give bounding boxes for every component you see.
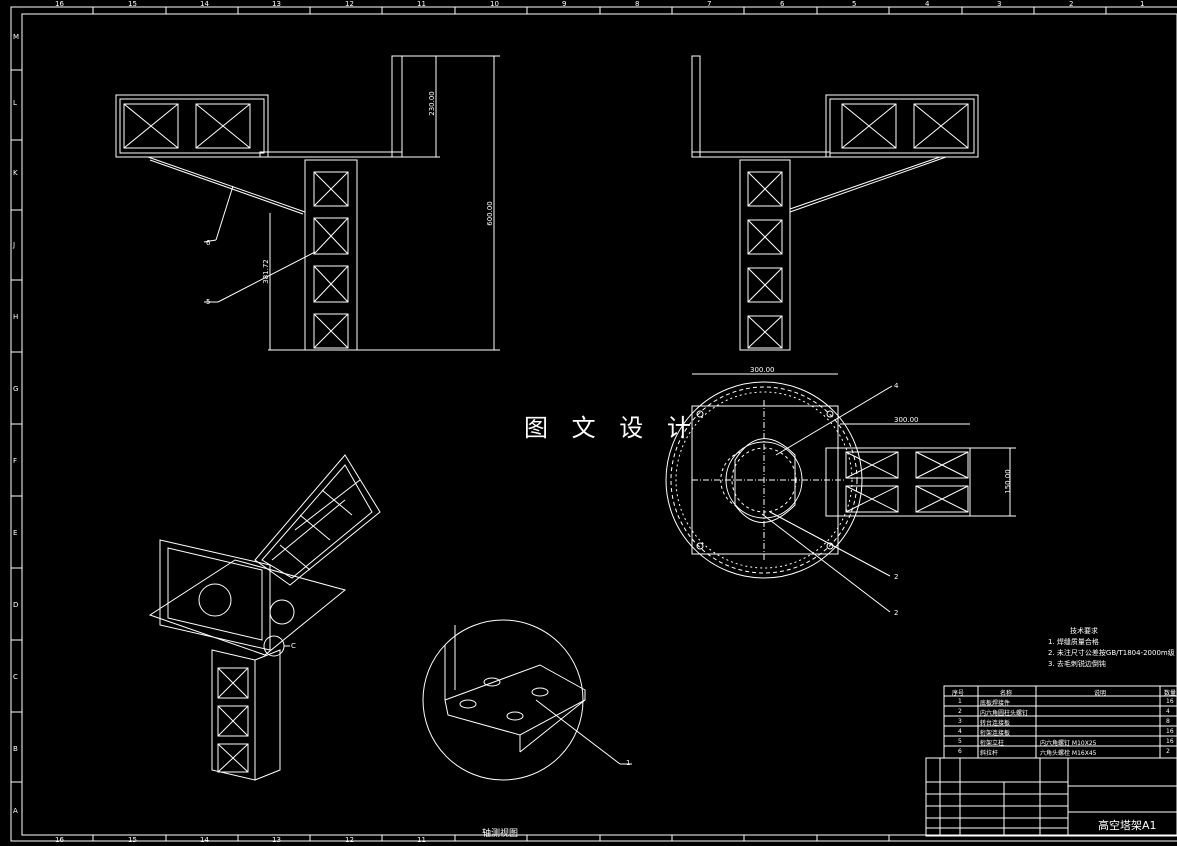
- row-label: B: [13, 745, 18, 753]
- col-label: 9: [562, 0, 567, 8]
- front-view: [115, 55, 500, 351]
- plan-view: [665, 373, 1016, 613]
- bom-row-qty: 2: [1166, 748, 1170, 755]
- dim-arm-length: 300.00: [894, 416, 919, 424]
- bom-row-no: 2: [958, 708, 962, 715]
- col-label: 12: [345, 0, 354, 8]
- bom-row-name: 桁架立柱: [980, 740, 1005, 747]
- bom-row-qty: 16: [1166, 738, 1174, 745]
- iso-view: [148, 454, 381, 781]
- col-label-bottom: 15: [128, 836, 137, 844]
- bom-header-no: 序号: [952, 690, 965, 697]
- col-label: 15: [128, 0, 137, 8]
- col-label-bottom: 14: [200, 836, 209, 844]
- col-label: 13: [272, 0, 281, 8]
- dim-plan-diameter: 300.00: [750, 366, 775, 374]
- detail-c-label: C: [291, 642, 296, 650]
- bom-row-name: 底板焊接件: [980, 700, 1011, 707]
- row-ticks: [11, 69, 22, 783]
- col-label: 11: [417, 0, 426, 8]
- watermark-text: 图 文 设 计: [524, 414, 699, 442]
- col-label: 2: [1069, 0, 1074, 8]
- dim-lower: 381.72: [261, 259, 270, 284]
- detail-c: [422, 619, 632, 781]
- bom-row-name: 内六角圆柱头螺钉: [980, 710, 1029, 717]
- row-label: E: [13, 529, 18, 537]
- drawing-title: 高空塔架A1: [1098, 819, 1157, 832]
- dim-top-height: 230.00: [427, 91, 436, 116]
- note-item: 1. 焊缝质量合格: [1048, 638, 1099, 646]
- col-label: 8: [635, 0, 640, 8]
- bom-header-name: 名称: [1000, 690, 1013, 697]
- col-label-bottom: 16: [55, 836, 64, 844]
- bom-row-no: 4: [958, 728, 962, 735]
- row-label: A: [13, 807, 18, 815]
- row-label: D: [13, 601, 19, 609]
- bom-row-qty: 16: [1166, 728, 1174, 735]
- dim-total-height: 600.00: [485, 201, 494, 226]
- row-label: C: [13, 673, 18, 681]
- balloon-5: 5: [206, 298, 211, 306]
- col-label: 16: [55, 0, 64, 8]
- row-label: M: [13, 33, 20, 41]
- bom-row-name: 斜拉杆: [980, 750, 999, 757]
- bom-header-desc: 说明: [1094, 690, 1107, 697]
- col-label: 14: [200, 0, 209, 8]
- bom-row-no: 5: [958, 738, 962, 745]
- dim-arm-width: 150.00: [1003, 469, 1012, 494]
- iso-view-label: 轴测视图: [482, 829, 519, 839]
- row-label: L: [13, 99, 17, 107]
- bom-row-no: 6: [958, 748, 962, 755]
- title-block: [925, 757, 1177, 837]
- col-label: 10: [490, 0, 499, 8]
- bom-row-name: 转台连接板: [980, 720, 1011, 727]
- col-label-bottom: 13: [272, 836, 281, 844]
- balloon-4: 4: [894, 382, 899, 390]
- balloon-1: 1: [626, 759, 631, 767]
- bom-row-name: 桁架连接板: [980, 730, 1011, 737]
- row-label: K: [13, 169, 18, 177]
- bom-row-desc: 六角头螺栓 M16X45: [1040, 750, 1097, 757]
- bom-row-desc: 内六角螺钉 M10X25: [1040, 740, 1097, 747]
- bom-header-qty: 数量: [1164, 690, 1177, 697]
- note-item: 3. 去毛刺锐边倒钝: [1048, 660, 1106, 668]
- bom-row-no: 3: [958, 718, 962, 725]
- col-label: 7: [707, 0, 712, 8]
- technical-notes: 技术要求 1. 焊缝质量合格 2. 未注尺寸公差按GB/T1804-2000m级…: [1048, 626, 1175, 670]
- col-label: 6: [780, 0, 785, 8]
- bom-table: [943, 685, 1177, 759]
- row-label: G: [13, 385, 19, 393]
- balloon-2a: 2: [894, 573, 899, 581]
- col-label-bottom: 12: [345, 836, 354, 844]
- note-item: 2. 未注尺寸公差按GB/T1804-2000m级: [1048, 649, 1175, 657]
- col-label: 3: [997, 0, 1002, 8]
- row-label: H: [13, 313, 19, 321]
- bom-row-qty: 8: [1166, 718, 1170, 725]
- col-label-bottom: 11: [417, 836, 426, 844]
- col-label: 5: [852, 0, 857, 8]
- bom-row-qty: 4: [1166, 708, 1170, 715]
- column-ticks: [92, 7, 1107, 841]
- col-label: 4: [925, 0, 930, 8]
- bom-row-qty: 16: [1166, 698, 1174, 705]
- side-view: [691, 55, 979, 351]
- row-label: J: [13, 241, 16, 249]
- balloon-2b: 2: [894, 609, 899, 617]
- col-label: 1: [1140, 0, 1145, 8]
- balloon-6: 6: [206, 239, 211, 247]
- notes-title: 技术要求: [1070, 627, 1098, 635]
- bom-row-no: 1: [958, 698, 962, 705]
- row-label: F: [13, 457, 18, 465]
